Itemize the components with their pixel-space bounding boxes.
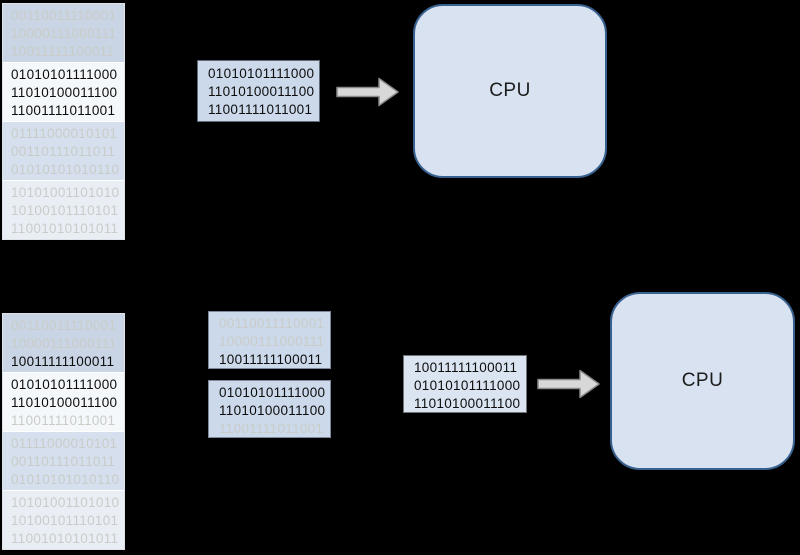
memory-band: 00110011110001 10000111000111 1001111110…: [3, 4, 124, 62]
binary-line: 00110111011011: [11, 454, 116, 469]
binary-line: 01111000010101: [11, 436, 118, 451]
memory-band: 01111000010101 00110111011011 0101010101…: [3, 432, 124, 490]
binary-line: 01010101111000: [219, 385, 326, 400]
binary-line: 01010101111000: [208, 66, 315, 81]
binary-line: 10000111000111: [11, 336, 117, 351]
cache-block-2: 01010101111000 11010100011100 1100111101…: [208, 380, 331, 438]
binary-line: 11001111011001: [11, 103, 116, 118]
binary-line: 01010101010110: [11, 472, 120, 487]
transfer-block-top: 01010101111000 11010100011100 1100111101…: [197, 60, 320, 122]
binary-line: 11001010101011: [11, 221, 119, 236]
binary-line: 01010101111000: [11, 67, 118, 82]
cpu-label: CPU: [489, 80, 531, 101]
binary-line: 11010100011100: [219, 403, 326, 418]
binary-line: 11001111011001: [208, 102, 313, 117]
right-arrow-icon: [537, 367, 601, 401]
binary-line: 10000111000111: [219, 334, 325, 349]
memory-band: 01111000010101 00110111011011 0101010101…: [3, 122, 124, 180]
binary-line: 10100101110101: [11, 203, 119, 218]
binary-line: 00110011110001: [11, 8, 117, 23]
transfer-block-bottom: 10011111100011 01010101111000 1101010001…: [403, 355, 527, 413]
memory-band: 10101001101010 10100101110101 1100101010…: [3, 181, 124, 239]
binary-line: 10011111100011: [11, 354, 115, 369]
binary-line: 10101001101010: [11, 185, 120, 200]
memory-band: 01010101111000 11010100011100 1100111101…: [3, 63, 124, 121]
binary-line: 10000111000111: [11, 26, 117, 41]
binary-line: 01010101111000: [11, 377, 118, 392]
binary-line: 10011111100011: [219, 352, 323, 367]
memory-band: 01010101111000 11010100011100 1100111101…: [3, 373, 124, 431]
memory-band: 00110011110001 10000111000111 1001111110…: [3, 314, 124, 372]
memory-band: 10101001101010 10100101110101 1100101010…: [3, 491, 124, 549]
binary-line: 01111000010101: [11, 126, 118, 141]
binary-line: 11001111011001: [219, 421, 324, 436]
binary-line: 00110011110001: [219, 316, 325, 331]
binary-line: 11010100011100: [11, 395, 118, 410]
binary-line: 11010100011100: [208, 84, 315, 99]
binary-line: 11001010101011: [11, 531, 119, 546]
binary-line: 11001111011001: [11, 413, 116, 428]
memory-block-top: 00110011110001 10000111000111 1001111110…: [2, 3, 125, 240]
right-arrow-icon: [336, 75, 400, 109]
cache-block-1: 00110011110001 10000111000111 1001111110…: [208, 311, 331, 369]
memory-block-bottom: 00110011110001 10000111000111 1001111110…: [2, 313, 125, 550]
cpu-box-bottom: CPU: [610, 292, 795, 470]
binary-line: 00110011110001: [11, 318, 117, 333]
cpu-box-top: CPU: [413, 4, 607, 178]
binary-line: 01010101111000: [414, 378, 521, 393]
binary-line: 11010100011100: [414, 396, 521, 411]
cpu-label: CPU: [681, 370, 724, 391]
binary-line: 00110111011011: [11, 144, 116, 159]
binary-line: 11010100011100: [11, 85, 118, 100]
binary-line: 10100101110101: [11, 513, 119, 528]
binary-line: 01010101010110: [11, 162, 120, 177]
binary-line: 10011111100011: [11, 44, 115, 59]
binary-line: 10011111100011: [414, 360, 518, 375]
binary-line: 10101001101010: [11, 495, 120, 510]
